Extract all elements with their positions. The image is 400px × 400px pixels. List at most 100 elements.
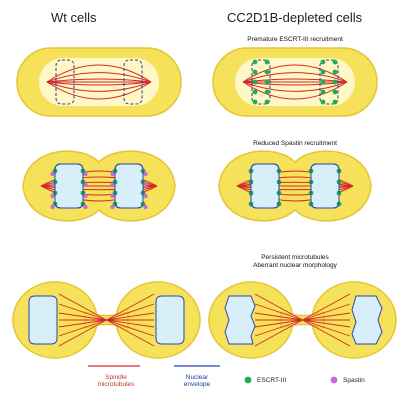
legend-envelope-label-1: Nuclear xyxy=(185,374,209,381)
nuclear-envelope xyxy=(250,163,280,209)
spindle-microtubule xyxy=(46,81,152,92)
spindle-microtubule xyxy=(302,319,351,337)
escrt-iii-dot xyxy=(252,99,258,105)
spastin-dot xyxy=(83,171,88,177)
spindle-microtubule xyxy=(46,81,152,86)
escrt-iii-dot xyxy=(320,79,326,85)
spindle-microtubule xyxy=(302,319,351,347)
spindle-microtubule xyxy=(58,319,107,337)
spindle-microtubule xyxy=(254,319,303,347)
nucleus xyxy=(250,163,280,209)
escrt-iii-dot xyxy=(264,89,270,95)
escrt-iii-dot xyxy=(332,89,338,95)
spastin-dot xyxy=(50,182,55,188)
spindle-microtubule xyxy=(46,72,152,83)
legend-envelope-label-2: envelope xyxy=(183,381,211,388)
escrt-iii-dot xyxy=(252,59,258,65)
spastin-dot xyxy=(110,171,115,177)
nuclear-envelope xyxy=(310,163,340,209)
spindle-microtubule xyxy=(58,293,107,321)
spindle-microtubule xyxy=(254,319,303,328)
escrt-iii-dot xyxy=(332,99,338,105)
spastin-dot xyxy=(83,182,88,188)
escrt-iii-dot xyxy=(264,69,270,75)
legend-spastin-dot xyxy=(330,376,338,384)
escrt-iii-dot xyxy=(252,89,258,95)
spindle-microtubule xyxy=(236,185,354,196)
spindle-microtubule xyxy=(242,64,348,83)
nucleus xyxy=(28,295,58,345)
nucleus xyxy=(54,163,84,209)
spindle-microtubule xyxy=(254,303,303,321)
escrt-iii-dot xyxy=(320,89,326,95)
nucleus xyxy=(310,163,340,209)
nuclear-envelope-fragment xyxy=(123,59,143,105)
spindle-microtubule xyxy=(58,319,107,347)
persistent-microtubules-label: Persistent microtubules xyxy=(261,254,329,261)
spastin-dot xyxy=(110,193,115,199)
nuclear-envelope xyxy=(114,163,144,209)
spindle-microtubule xyxy=(302,293,351,321)
reduced-spastin-label: Reduced Spastin recruitment xyxy=(253,140,337,147)
nuclear-envelope-fragment xyxy=(319,59,339,105)
escrt-iii-dot xyxy=(320,99,326,105)
legend-escrt-label: ESCRT-III xyxy=(257,377,287,384)
spastin-dot xyxy=(83,204,88,210)
premature-escrt-label: Premature ESCRT-III recruitment xyxy=(247,36,343,43)
escrt-iii-dot xyxy=(252,69,258,75)
escrt-iii-dot xyxy=(320,69,326,75)
spindle-microtubule xyxy=(302,303,351,321)
spastin-dot xyxy=(83,193,88,199)
nucleus xyxy=(114,163,144,209)
escrt-iii-dot xyxy=(264,59,270,65)
spindle-microtubule xyxy=(106,303,155,321)
legend-spindle-label-2: microtubules xyxy=(97,381,135,388)
spindle-microtubule xyxy=(254,319,303,337)
spastin-dot xyxy=(110,204,115,210)
nuclear-envelope-fragment xyxy=(55,59,75,105)
spindle-microtubule xyxy=(302,312,351,321)
spindle-microtubule xyxy=(106,319,155,337)
escrt-iii-dot xyxy=(332,69,338,75)
spindle-microtubule xyxy=(46,64,152,83)
legend-escrt-dot xyxy=(244,376,252,384)
legend-spastin-label: Spastin xyxy=(343,377,365,384)
spindle-microtubule xyxy=(106,319,155,328)
spindle-microtubule xyxy=(236,185,354,191)
spastin-dot xyxy=(50,204,55,210)
aberrant-nucleus xyxy=(224,295,256,345)
spindle-microtubule xyxy=(106,312,155,321)
nuclear-envelope-fragment xyxy=(251,59,271,105)
escrt-iii-dot xyxy=(332,59,338,65)
spindle-microtubule xyxy=(40,185,158,191)
spastin-dot xyxy=(143,204,148,210)
spindle-microtubule xyxy=(58,319,107,328)
spastin-dot xyxy=(110,182,115,188)
spindle-microtubule xyxy=(254,312,303,321)
spastin-dot xyxy=(50,171,55,177)
spindle-microtubule xyxy=(242,81,348,92)
spindle-microtubule xyxy=(106,293,155,321)
spindle-microtubule xyxy=(302,319,351,328)
escrt-iii-dot xyxy=(332,79,338,85)
escrt-iii-dot xyxy=(264,79,270,85)
spindle-microtubule xyxy=(58,312,107,321)
spindle-microtubule xyxy=(106,319,155,347)
wt-column-title: Wt cells xyxy=(51,10,97,25)
spastin-dot xyxy=(143,182,148,188)
spindle-microtubule xyxy=(242,81,348,100)
nucleus xyxy=(155,295,185,345)
escrt-iii-dot xyxy=(264,99,270,105)
aberrant-nucleus xyxy=(351,295,383,345)
spindle-microtubule xyxy=(58,303,107,321)
aberrant-morphology-label: Aberrant nuclear morphology xyxy=(253,262,337,269)
spindle-microtubule xyxy=(40,185,158,196)
cc2d1b-column-title: CC2D1B-depleted cells xyxy=(227,10,363,25)
spindle-microtubule xyxy=(46,81,152,100)
escrt-iii-dot xyxy=(252,79,258,85)
spastin-dot xyxy=(143,193,148,199)
spindle-microtubule xyxy=(236,181,354,187)
escrt-iii-dot xyxy=(320,59,326,65)
